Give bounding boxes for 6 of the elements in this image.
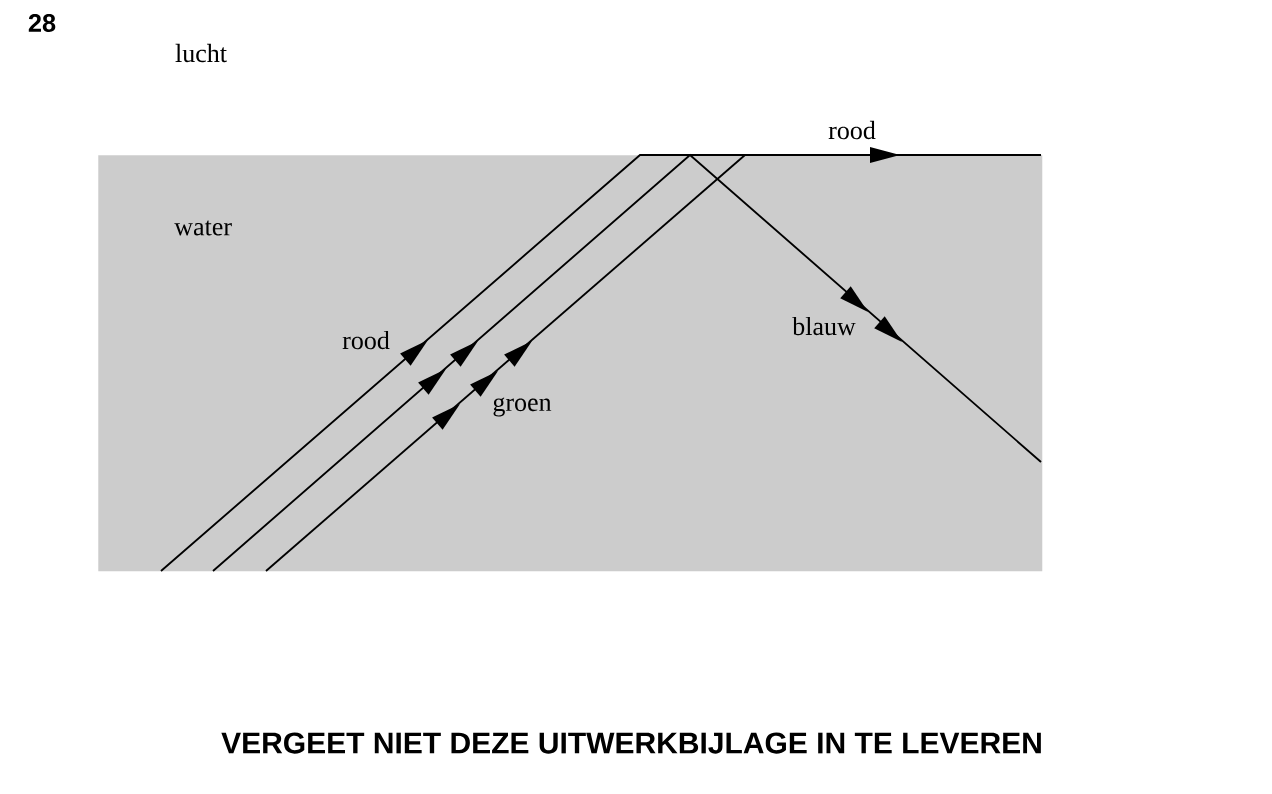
- instruction-note: VERGEET NIET DEZE UITWERKBIJLAGE IN TE LEVEREN: [221, 732, 1041, 754]
- ray-label: groen: [493, 397, 552, 417]
- ray-label: rood: [342, 330, 390, 350]
- ray-label: blauw: [792, 316, 856, 336]
- medium-label: lucht: [175, 43, 227, 63]
- page-number: 28: [28, 14, 56, 32]
